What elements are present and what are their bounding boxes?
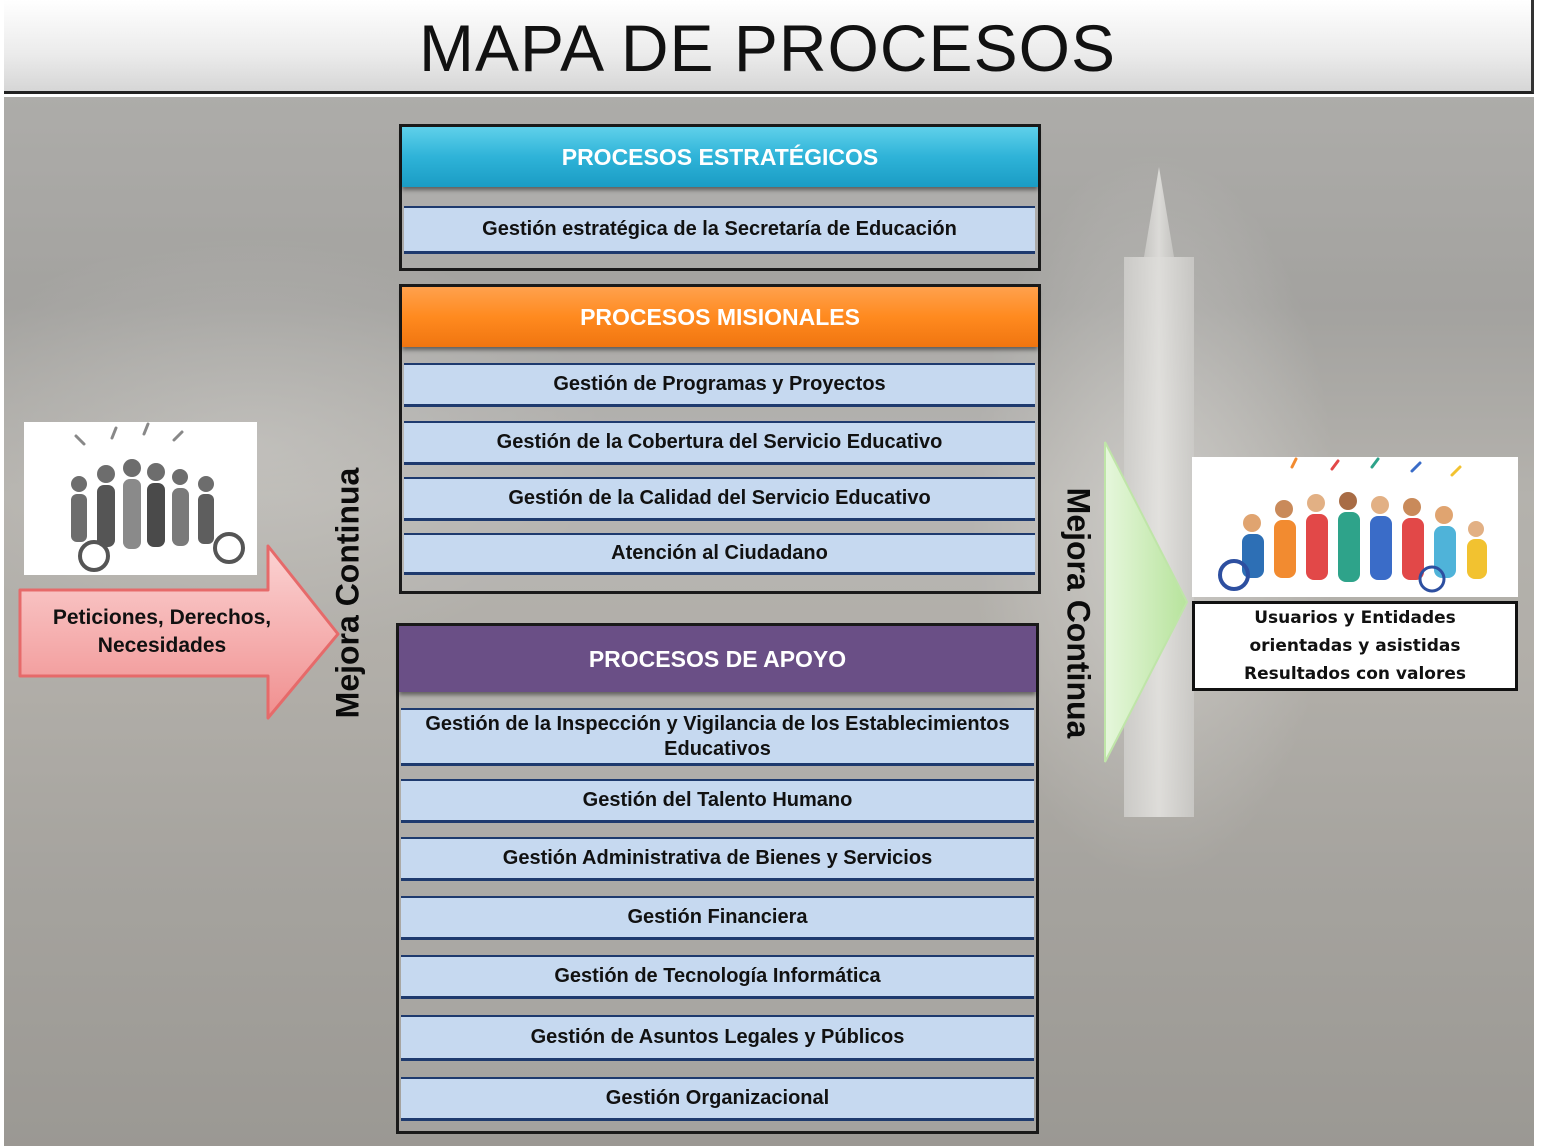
process-item: Atención al Ciudadano xyxy=(404,533,1035,575)
group-header-apoyo: PROCESOS DE APOYO xyxy=(399,626,1036,692)
output-arrow-shape xyxy=(1104,441,1189,763)
input-arrow-shape xyxy=(18,544,340,720)
process-item: Gestión de Asuntos Legales y Públicos xyxy=(401,1015,1034,1061)
process-item: Gestión Organizacional xyxy=(401,1077,1034,1121)
people-color-icon xyxy=(1218,457,1487,593)
process-item: Gestión Financiera xyxy=(401,896,1034,940)
process-item: Gestión Administrativa de Bienes y Servi… xyxy=(401,837,1034,881)
mejora-continua-right: Mejora Continua xyxy=(1060,487,1097,739)
input-label: Peticiones, Derechos, Necesidades xyxy=(24,604,300,660)
people-illustration-right xyxy=(1192,457,1518,597)
process-item: Gestión de la Inspección y Vigilancia de… xyxy=(401,708,1034,766)
output-box: Usuarios y Entidades orientadas y asisti… xyxy=(1192,601,1518,691)
process-item: Gestión de la Cobertura del Servicio Edu… xyxy=(404,421,1035,465)
input-label-line2: Necesidades xyxy=(97,634,227,657)
process-item: Gestión estratégica de la Secretaría de … xyxy=(404,206,1035,254)
process-item: Gestión de Programas y Proyectos xyxy=(404,363,1035,407)
people-grayscale-icon xyxy=(71,422,245,572)
page-title: MAPA DE PROCESOS xyxy=(419,11,1116,85)
people-illustration-left xyxy=(24,422,257,575)
group-header-misionales: PROCESOS MISIONALES xyxy=(402,287,1038,347)
output-line2: orientadas y asistidas xyxy=(1249,636,1461,656)
process-item: Gestión de Tecnología Informática xyxy=(401,955,1034,999)
process-item: Gestión de la Calidad del Servicio Educa… xyxy=(404,477,1035,521)
group-header-estrategicos: PROCESOS ESTRATÉGICOS xyxy=(402,127,1038,187)
input-label-line1: Peticiones, Derechos, xyxy=(52,606,272,629)
mejora-continua-left: Mejora Continua xyxy=(329,467,366,719)
title-bar: MAPA DE PROCESOS xyxy=(4,0,1534,94)
output-line3: Resultados con valores xyxy=(1243,664,1467,684)
process-item: Gestión del Talento Humano xyxy=(401,779,1034,823)
output-line1: Usuarios y Entidades xyxy=(1254,608,1456,628)
